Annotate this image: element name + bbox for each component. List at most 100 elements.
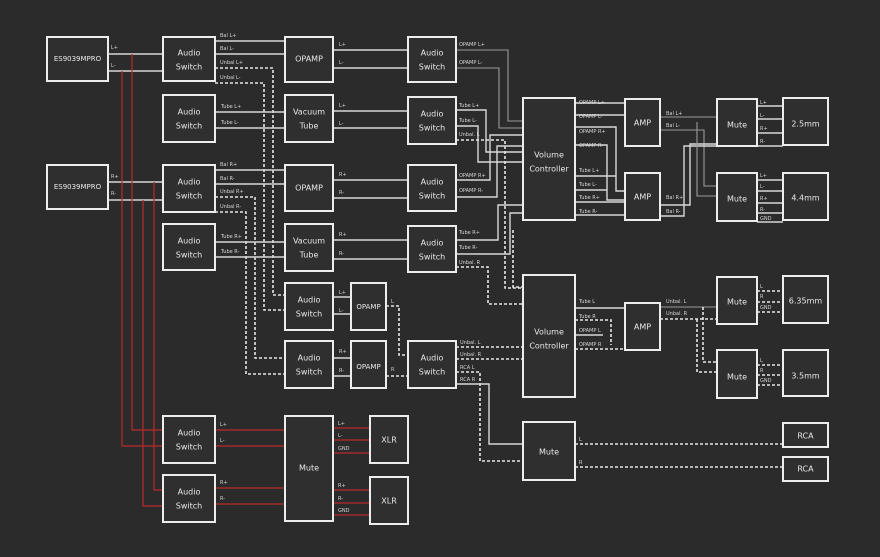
port-label: Tube R- [458,245,478,251]
block-label: Audio [421,110,444,119]
port-label: L- [760,184,765,190]
block-label: Switch [176,251,202,260]
wire-sw6-unbalL [456,139,523,289]
jack-6-35mm: 6.35mm [782,275,829,324]
wire-red-4 [142,200,163,507]
port-label: L- [220,438,225,444]
port-label: L [579,437,582,443]
port-label: Tube R+ [220,234,242,240]
block-mute-4: Mute [716,349,758,399]
port-label: Tube R+ [458,230,480,236]
block-label: Switch [419,368,445,377]
block-label: Tube [299,122,319,131]
port-label: L+ [339,290,346,296]
port-label: L- [338,433,343,439]
wire-sw5-opLm [456,67,523,129]
block-opamp-4: OPAMP [350,340,387,389]
port-label: OPAMP L+ [579,100,605,106]
port-label: GND [338,508,350,514]
block-label: XLR [381,497,397,506]
wire-sw8-tubeRm [456,212,523,255]
port-label: R [760,368,764,374]
port-label: Unbal R+ [220,189,244,195]
wire-red-3 [153,182,163,491]
jack-4-4mm: 4.4mm [782,172,829,221]
block-opamp-2: OPAMP [284,164,334,212]
wire-amp1-balLm [660,129,717,187]
block-label: 2.5mm [791,120,820,129]
port-label: Tube L- [458,118,477,124]
wire-vol1-opRm [575,144,625,201]
block-label: Audio [421,239,444,248]
port-label: GND [760,216,772,222]
wire-sw5-opLp [456,49,523,122]
port-label: L+ [111,45,118,51]
wire-amp2-balRm [660,145,717,217]
wire-vol2-tubeR [575,319,612,345]
wire-opamp3-L [386,305,408,356]
xlr-connector-2: XLR [369,476,409,525]
block-label: Switch [176,122,202,131]
port-label: R+ [760,196,768,202]
port-label: OPAMP L+ [459,42,485,48]
port-label: OPAMP R+ [459,173,486,179]
port-label: R- [339,368,344,374]
block-label: Mute [727,298,747,307]
port-label: R- [220,496,225,502]
block-label: ES9039MPRO [54,183,102,191]
port-label: OPAMP R- [459,188,483,194]
port-label: Unbal. L [666,299,687,305]
block-opamp-1: OPAMP [284,36,334,83]
block-label: Switch [176,63,202,72]
wire-sw8-unbalR [456,266,523,305]
block-mute-6: Mute [284,415,334,522]
port-label: Tube R [578,314,596,320]
port-label: Unbal. L [460,340,481,346]
port-label: L- [339,121,344,127]
port-label: OPAMP R [579,342,602,348]
port-label: R+ [339,232,347,238]
block-dac1: ES9039MPRO [46,36,109,82]
block-label: Audio [178,237,201,246]
block-label: OPAMP [356,363,380,371]
port-label: Unbal. R [666,311,688,317]
port-label: Unbal L- [220,75,241,81]
block-label: Audio [178,49,201,58]
wire-sw7-opRm [456,145,523,198]
port-label: L+ [760,173,767,179]
port-label: L- [339,60,344,66]
block-label: XLR [381,436,397,445]
port-label: L- [760,113,765,119]
block-mute-3: Mute [716,276,758,325]
port-label: L- [339,308,344,314]
block-label: AMP [634,193,651,202]
rca-connector-1: RCA [782,422,829,448]
port-label: L+ [338,421,345,427]
block-label: Controller [529,165,569,174]
port-label: Unbal. R [460,352,482,358]
port-label: Bal L- [220,46,234,52]
block-label: Switch [296,310,322,319]
block-label: OPAMP [295,55,323,64]
block-mute-1: Mute [716,98,758,147]
block-label: AMP [634,119,651,128]
port-label: GND [338,446,350,452]
wire-sw1-unbalLm [215,82,285,311]
block-amp-3: AMP [624,302,661,351]
block-label: Audio [421,178,444,187]
wire-sw1-unbalLp [215,67,285,296]
port-label: Bal R- [220,176,235,182]
block-label: Vacuum [293,237,325,246]
xlr-connector-1: XLR [369,415,409,464]
port-label: Bal R- [666,209,681,215]
block-label: Mute [727,121,747,130]
block-label: Switch [419,124,445,133]
